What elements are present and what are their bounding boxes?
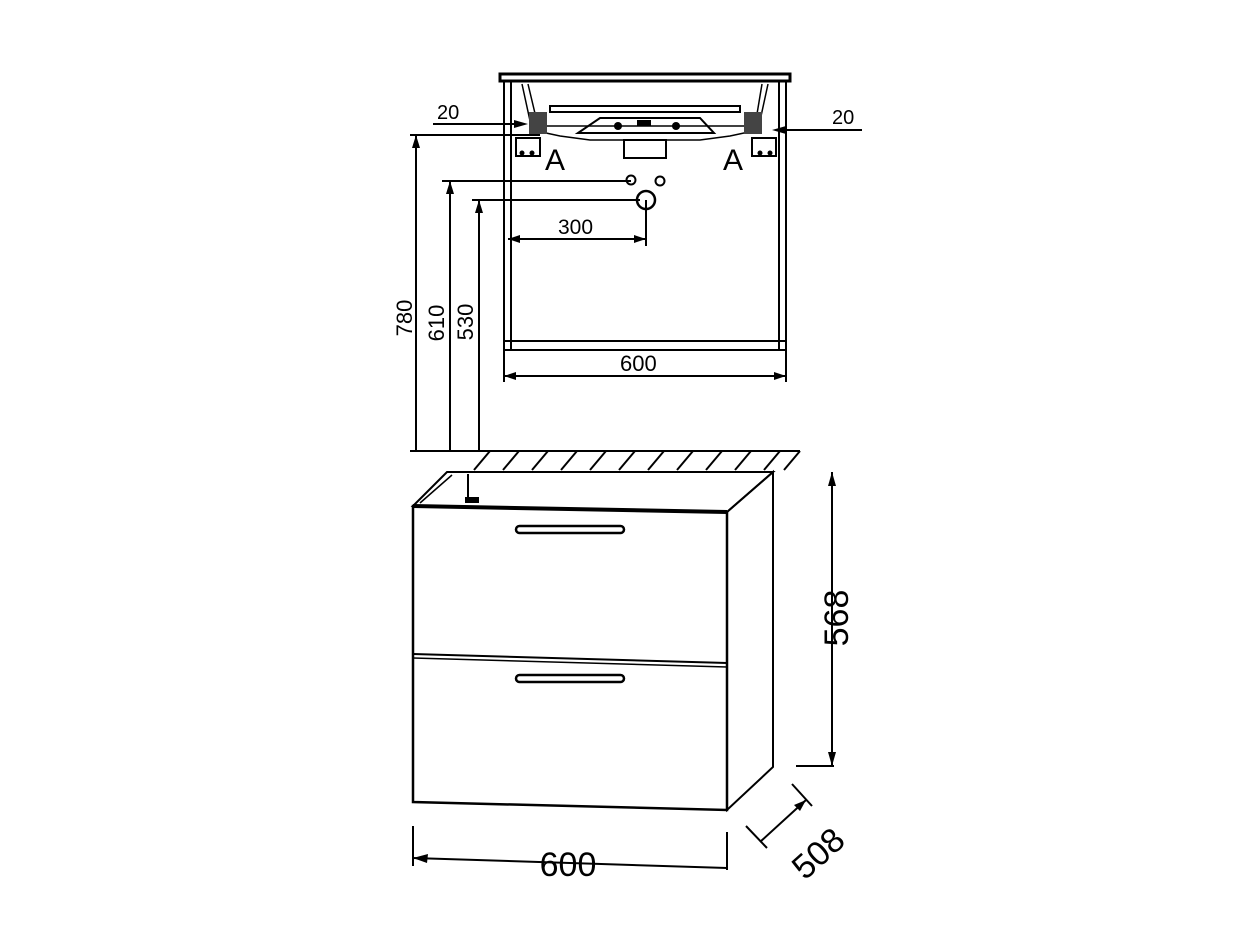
- dim-600-arrow-left: [413, 854, 428, 863]
- dim-20-left-arrow: [514, 120, 528, 128]
- dim-600-top-arrow-right: [774, 372, 786, 380]
- front-view: 568 508 600: [410, 469, 856, 887]
- dim-610: 610: [424, 305, 449, 342]
- dim-610-arrow: [446, 181, 454, 194]
- dim-300: 300: [558, 216, 593, 239]
- bracket-left-upper: [529, 112, 547, 134]
- dim-568-arrow-bottom: [828, 752, 836, 766]
- dim-530: 530: [453, 304, 478, 341]
- drawer-split-top: [412, 653, 728, 664]
- cabinet-side: [726, 469, 774, 813]
- dim-780: 780: [392, 300, 417, 337]
- dim-508-ext-back: [791, 783, 813, 807]
- water-inlet-2: [654, 175, 666, 187]
- drawer-split-bottom: [412, 657, 728, 668]
- tap-hole-right: [672, 122, 680, 130]
- section-label-right: A: [723, 144, 743, 177]
- dim-508-ext-front: [745, 825, 768, 849]
- floor-hatching: [473, 450, 801, 471]
- bracket-right-screw: [757, 150, 763, 156]
- basin-rim: [549, 105, 741, 113]
- siphon-body: [623, 139, 667, 159]
- tap-center: [637, 120, 651, 126]
- section-label-left: A: [545, 144, 565, 177]
- dim-568-arrow-top: [828, 472, 836, 486]
- dim-508-arrow: [794, 800, 806, 811]
- dim-568: 568: [818, 590, 856, 647]
- dim-20-right-arrow: [772, 126, 786, 134]
- dim-20-left: 20: [437, 102, 459, 124]
- basin-top: [498, 72, 792, 83]
- dim-300-arrow-left: [508, 235, 520, 243]
- dim-600: 600: [540, 846, 597, 884]
- bracket-right-upper: [744, 112, 762, 134]
- bracket-left-screw-2: [529, 150, 535, 156]
- dim-600-line: [412, 857, 728, 869]
- drawer-handle-bottom: [514, 673, 626, 684]
- drawer-handle-top: [514, 524, 626, 535]
- dim-20-right: 20: [832, 107, 854, 129]
- bracket-left: [515, 137, 541, 157]
- tap-hole-left: [614, 122, 622, 130]
- dim-780-arrow: [412, 135, 420, 148]
- dim-600-top-arrow-left: [504, 372, 516, 380]
- top-view: A A 20 20 300 600 780: [392, 72, 862, 471]
- dim-508: 508: [785, 821, 853, 887]
- dim-600-top: 600: [620, 351, 657, 376]
- bracket-left-screw: [519, 150, 525, 156]
- dim-300-arrow-right: [634, 235, 646, 243]
- tap-deck: [574, 117, 717, 134]
- cabinet-top-mark: [465, 497, 479, 503]
- bracket-right-screw-2: [767, 150, 773, 156]
- dim-530-arrow: [475, 200, 483, 213]
- cabinet-top-edge: [419, 474, 453, 504]
- cabinet-front: [411, 504, 729, 812]
- bracket-right: [751, 137, 777, 157]
